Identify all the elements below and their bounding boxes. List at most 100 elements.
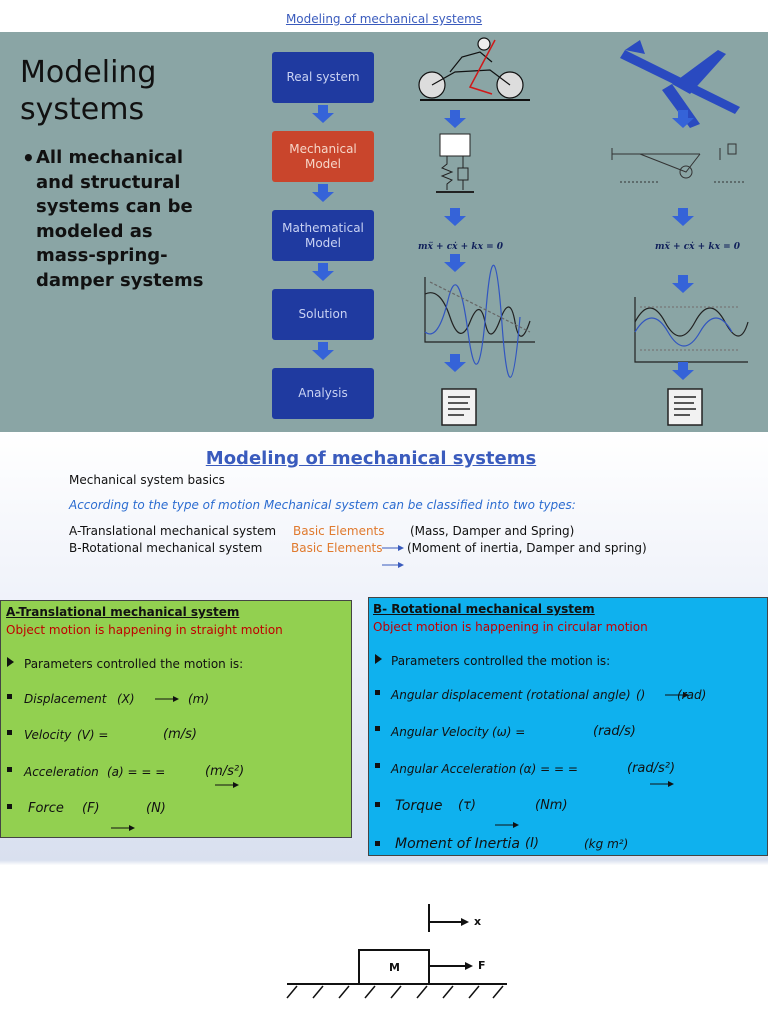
- flow-box-mathematical-model: Mathematical Model: [272, 210, 374, 261]
- moment-of-inertia-label: Moment of Inertia: [395, 836, 520, 852]
- bullet-icon: [375, 763, 380, 768]
- arrow-icon: [495, 822, 519, 828]
- force-label: F: [478, 959, 486, 972]
- angular-displacement-symbol: (): [636, 688, 646, 702]
- slide-title-line-2: systems: [20, 92, 145, 127]
- flow-label: Solution: [298, 307, 348, 321]
- translational-box: A-Translational mechanical system Object…: [0, 600, 352, 838]
- slide-drawings: mẍ + cẋ + kx = 0 mẍ: [312, 37, 749, 426]
- box-a-subtitle: Object motion is happening in straight m…: [6, 623, 283, 637]
- force-label: Force: [28, 801, 64, 816]
- torque-symbol: (τ): [458, 798, 476, 813]
- x-label: x: [474, 915, 482, 928]
- equation-right: mẍ + cẋ + kx = 0: [655, 241, 741, 252]
- bullet-dot: •: [22, 146, 35, 170]
- angular-displacement-label: Angular displacement (rotational angle): [391, 688, 631, 702]
- vibration-response-chart-icon: [634, 297, 749, 363]
- spring-damper-icon: [436, 133, 474, 193]
- flow-label: Analysis: [298, 386, 348, 400]
- flow-label: Mechanical Model: [289, 141, 357, 171]
- flow-box-mechanical-model: Mechanical Model: [272, 131, 374, 182]
- type-a-elements: (Mass, Damper and Spring): [410, 524, 575, 538]
- basics-label: Mechanical system basics: [69, 473, 225, 487]
- classification-intro: According to the type of motion Mechanic…: [69, 498, 576, 512]
- beam-model-icon: [611, 143, 744, 183]
- velocity-unit: (m/s): [163, 727, 197, 742]
- slide-bullet-text: All mechanical and structural systems ca…: [36, 147, 204, 291]
- displacement-unit: (m): [188, 692, 210, 706]
- type-b-elements: (Moment of inertia, Damper and spring): [407, 541, 647, 555]
- acceleration-symbol: (a) = = =: [107, 765, 166, 779]
- arrow-icons: [382, 545, 404, 568]
- flow-arrow-2: [312, 184, 334, 202]
- slide-title-line-1: Modeling: [20, 55, 157, 90]
- mass-force-drawing: [286, 904, 507, 999]
- type-a-basic-elements: Basic Elements: [293, 524, 385, 538]
- displacement-label: Displacement: [24, 692, 107, 706]
- displacement-symbol: (X): [117, 692, 135, 706]
- flow-arrow-3: [312, 263, 334, 281]
- bullet-icon: [7, 804, 12, 809]
- bullet-icon: [375, 802, 380, 807]
- box-b-subtitle: Object motion is happening in circular m…: [373, 620, 648, 634]
- flow-box-analysis: Analysis: [272, 368, 374, 419]
- arrow-icon: [215, 782, 239, 788]
- flow-label: Real system: [286, 70, 360, 84]
- force-unit: (N): [146, 801, 166, 816]
- torque-label: Torque: [395, 798, 443, 814]
- mass-force-diagram: x M F: [283, 900, 518, 1003]
- type-b-basic-elements: Basic Elements: [291, 541, 383, 555]
- angular-displacement-unit: (rad): [677, 688, 707, 702]
- bullet-icon: [375, 690, 380, 695]
- equation-left: mẍ + cẋ + kx = 0: [418, 241, 504, 252]
- mass-label: M: [389, 961, 400, 974]
- page-title-link[interactable]: Modeling of mechanical systems: [285, 12, 483, 26]
- document-scroll-icon: [441, 388, 477, 426]
- arrow-icon: [665, 692, 689, 698]
- acceleration-unit: (m/s²): [205, 764, 245, 779]
- bullet-icon: [375, 726, 380, 731]
- angular-acceleration-unit: (rad/s²): [627, 761, 676, 776]
- section-title: Modeling of mechanical systems: [205, 448, 537, 469]
- torque-unit: (Nm): [535, 798, 568, 813]
- flow-box-solution: Solution: [272, 289, 374, 340]
- velocity-symbol: (V) =: [77, 728, 109, 742]
- type-a-label: A-Translational mechanical system: [69, 524, 277, 538]
- bullet-icon: [375, 841, 380, 846]
- angular-velocity-symbol: (ω) =: [492, 725, 526, 739]
- velocity-label: Velocity: [24, 728, 72, 742]
- box-b-heading: B- Rotational mechanical system: [373, 602, 595, 616]
- bullet-icon: [7, 730, 12, 735]
- rotational-box: B- Rotational mechanical system Object m…: [368, 597, 768, 856]
- airplane-icon: [620, 40, 740, 128]
- arrow-bullet-icon: [375, 654, 382, 664]
- slide-image: Modeling systems • All mechanical and st…: [0, 32, 768, 432]
- angular-acceleration-label: Angular Acceleration: [391, 762, 517, 776]
- damped-response-chart-icon: [424, 264, 535, 378]
- mass-block: [358, 949, 430, 985]
- arrow-bullet-icon: [7, 657, 14, 667]
- moment-of-inertia-unit: (kg m²): [584, 837, 629, 851]
- box-a-heading: A-Translational mechanical system: [6, 605, 240, 619]
- force-symbol: (F): [82, 801, 100, 816]
- arrow-icon: [650, 781, 674, 787]
- box-a-params: Parameters controlled the motion is:: [24, 657, 244, 671]
- document-scroll-icon: [667, 388, 703, 426]
- motorcycle-icon: [418, 37, 530, 101]
- acceleration-label: Acceleration: [24, 765, 99, 779]
- arrow-icon: [111, 825, 135, 831]
- bullet-icon: [7, 767, 12, 772]
- angular-velocity-unit: (rad/s): [593, 724, 636, 739]
- flow-arrow-4: [312, 342, 334, 360]
- bullet-icon: [7, 694, 12, 699]
- box-b-params: Parameters controlled the motion is:: [391, 654, 611, 668]
- angular-acceleration-symbol: (α) = = =: [519, 762, 578, 776]
- angular-velocity-label: Angular Velocity: [391, 725, 489, 739]
- arrow-icon: [155, 696, 179, 702]
- flow-box-real-system: Real system: [272, 52, 374, 103]
- type-b-label: B-Rotational mechanical system: [69, 541, 263, 555]
- flow-arrow-1: [312, 105, 334, 123]
- moment-of-inertia-symbol: (I): [525, 836, 539, 851]
- slide-title: Modeling systems: [20, 54, 156, 128]
- flow-label: Mathematical Model: [282, 220, 364, 250]
